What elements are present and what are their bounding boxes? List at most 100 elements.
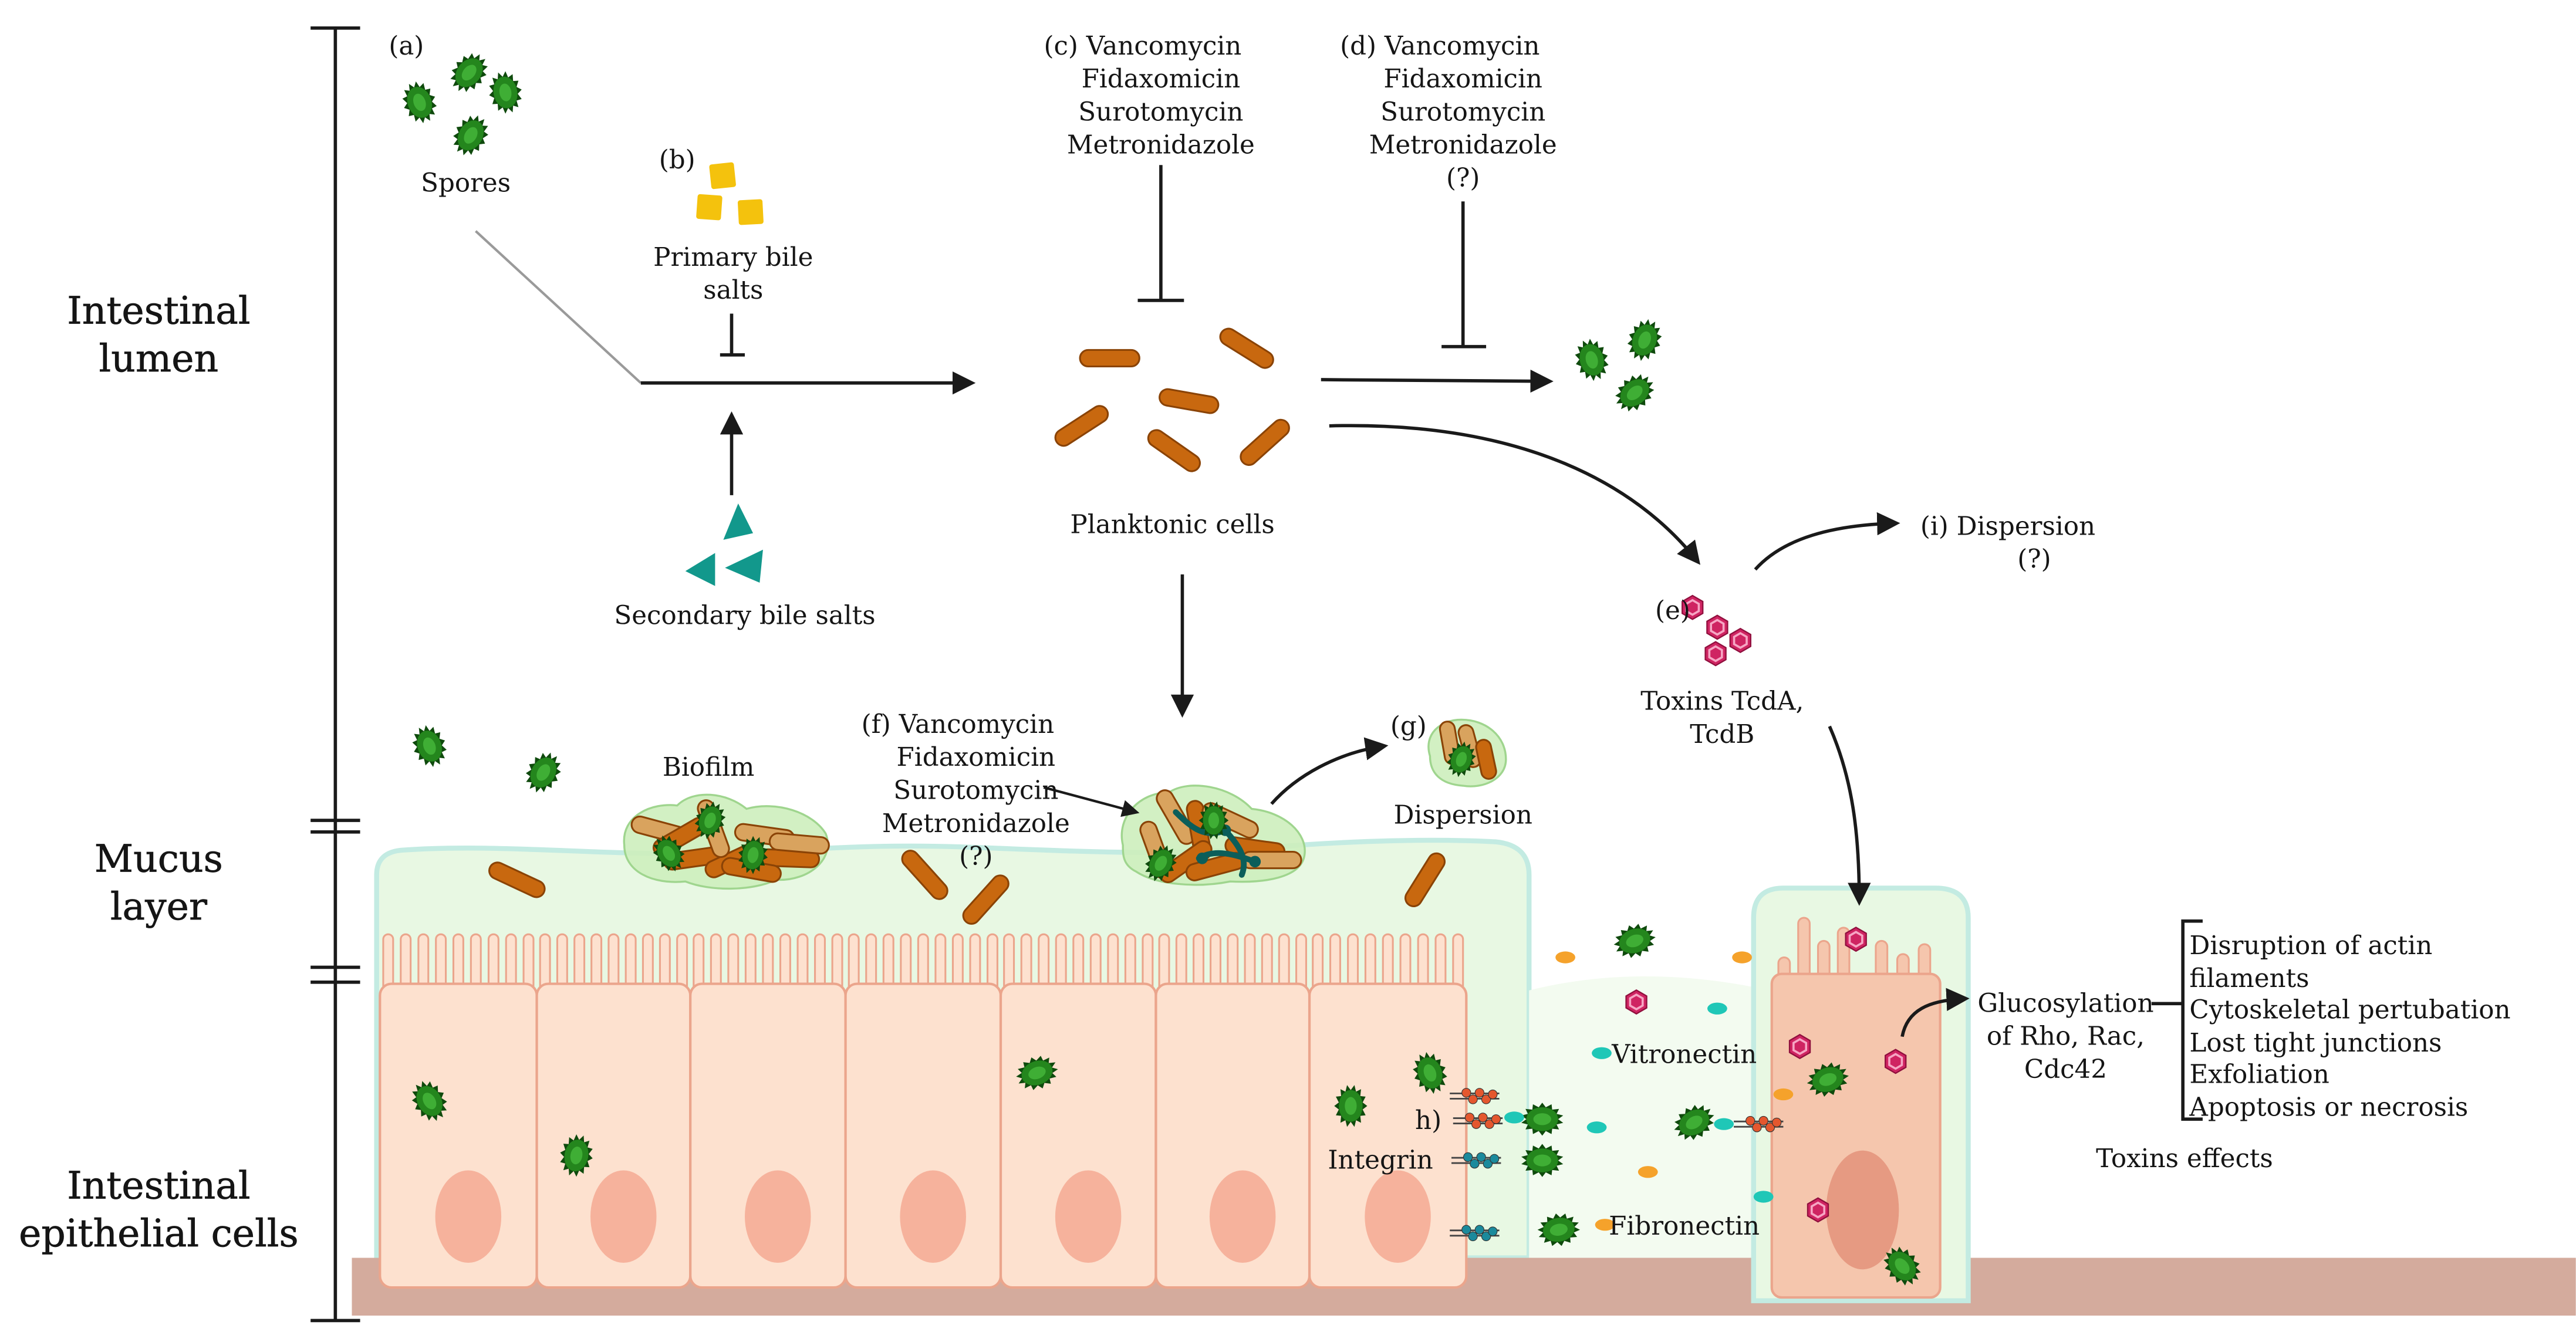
spore [1016,1056,1058,1090]
spore [1674,1104,1714,1140]
effect-item: Exfoliation [2189,1060,2329,1089]
primary-bile-salt [709,162,736,190]
rod-body [1079,349,1140,368]
epithelial-cell [689,933,847,1289]
integrin-domain [1474,1225,1484,1235]
spore [1521,1144,1564,1177]
vitronectin-molecule [1707,1002,1727,1015]
secondary-bile-salt [725,549,763,583]
spore [1413,1052,1447,1094]
spore-core [536,764,551,781]
integrin-domain [1491,1114,1501,1124]
spore-core [413,93,426,111]
spore-core [499,83,512,102]
spore-core [1533,1113,1551,1125]
toxin [1807,1197,1829,1223]
spore [1198,802,1229,840]
label-glucosylation-3: Cdc42 [2024,1055,2107,1084]
label-glucosylation-2: of Rho, Rac, [1987,1022,2145,1052]
biofilm-dispersion-arrow [1270,737,1389,805]
spore-core [704,812,716,829]
spore-core [1028,1066,1046,1080]
spore-core [464,127,478,144]
secondary-bile-salt [723,503,754,540]
sporulation-arrow [1321,369,1554,393]
toxin [1885,1049,1907,1074]
label-c-1: (c) Vancomycin [1044,32,1241,61]
integrin-domain [1752,1123,1762,1133]
secondary-bile-salts [685,503,763,586]
label-f-3: Surotomycin [893,776,1058,806]
toxin [1682,594,1704,620]
label-b: (b) [659,146,696,175]
toxin-outer [1788,1033,1811,1060]
bacterium-rod [1147,429,1201,472]
vitronectin-molecule [1753,1191,1774,1203]
fibronectin-molecule [1773,1088,1794,1101]
spore [1883,1246,1921,1286]
label-secondary-bile: Secondary bile salts [614,601,875,630]
spore [1615,374,1655,412]
toxin-outer [1807,1197,1829,1223]
vitronectin-molecule [1714,1118,1734,1130]
spore-core [1626,386,1643,400]
spore [560,1134,593,1177]
integrin-domain [1484,1119,1494,1129]
label-d-5: (?) [1446,164,1480,193]
nucleus [900,1170,966,1263]
spore-core [1533,1154,1551,1167]
layer-label-epithelium-2: epithelial cells [19,1212,299,1256]
rod-body [1404,852,1446,907]
spore [738,836,768,874]
epithelial-cell [535,933,692,1289]
vitronectin-molecule [1504,1111,1524,1124]
integrin-domain [1772,1117,1782,1128]
integrin-domain [1474,1088,1484,1098]
bacterium-rod [1475,739,1497,780]
layer-bracket [310,26,360,1323]
nucleus [1365,1170,1431,1263]
label-dispersion: Dispersion [1393,801,1532,830]
spore [694,802,726,840]
epithelial-cell [1154,933,1311,1289]
primary-bile-salt [696,194,723,221]
label-spores: Spores [421,168,511,198]
label-c-4: Metronidazole [1067,131,1255,160]
spore [1575,339,1609,381]
fibronectin-molecule [1595,1219,1615,1231]
epithelial-cell [379,933,538,1289]
integrin-domain [1481,1231,1491,1242]
toxin-inner [1710,618,1725,636]
integrin-domain [1468,1094,1478,1104]
toxin-affected-cell [1770,917,1942,1299]
bacterium-rod [1156,789,1196,845]
label-c-3: Surotomycin [1078,97,1243,127]
integrin-domain [1476,1152,1486,1162]
spore-core [1638,331,1651,349]
spore [412,725,447,768]
toxin-inner [1810,1201,1826,1219]
integrin [1734,1115,1784,1133]
label-toxins-2: TcdB [1690,720,1754,749]
layer-label-lumen-2: lumen [99,337,219,381]
nucleus [590,1170,657,1263]
vitronectin-molecule [1586,1121,1607,1134]
spore-core [1154,856,1167,871]
bacterium-rod [1219,327,1274,369]
primary-bile-salt [737,199,764,225]
label-vitronectin: Vitronectin [1611,1040,1757,1070]
rod-body [1219,327,1274,369]
mucus-gap-region [1529,976,1754,1258]
spore [453,115,488,156]
layer-label-epithelium-1: Intestinal [67,1164,250,1208]
label-integrin: Integrin [1328,1146,1433,1175]
bacterium-rod [768,832,830,855]
spore [411,1081,447,1121]
label-e: (e) [1655,596,1690,626]
spore [1334,1085,1368,1127]
rod-body [1147,429,1201,472]
fibronectin-molecule [1732,951,1752,964]
bacterium-rod [1079,349,1140,368]
nucleus [745,1170,811,1263]
nucleus [1826,1150,1899,1270]
